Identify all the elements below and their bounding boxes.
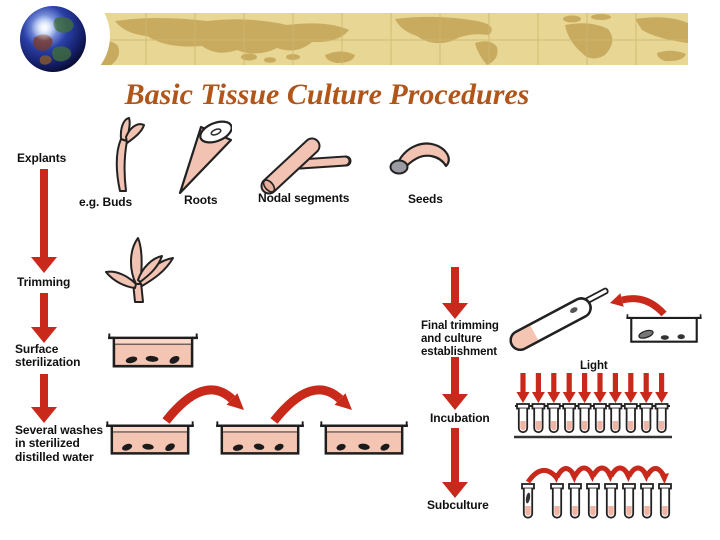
trimming-label: Trimming	[17, 275, 71, 289]
slide-title: Basic Tissue Culture Procedures	[124, 78, 530, 111]
subculture-label: Subculture	[427, 498, 489, 512]
subculture-tubes-icon	[521, 465, 672, 519]
down-arrow-to-subculture	[442, 428, 468, 498]
washes-label: Several washes in sterilized distilled w…	[15, 423, 103, 464]
down-arrow-to-final-trimming	[442, 267, 468, 319]
explant-label-nodal-segments: Nodal segments	[258, 191, 350, 205]
wash-dish-icon	[216, 421, 304, 455]
bud-icon	[115, 117, 145, 192]
down-arrow-trimming-sterilization	[31, 293, 57, 343]
root-icon	[178, 120, 232, 195]
world-map-banner	[97, 13, 688, 65]
culture-dish-icon	[108, 333, 198, 368]
explant-dish-icon	[626, 314, 702, 343]
trimmed-shoot-icon	[105, 237, 174, 303]
incubation-label: Incubation	[430, 411, 490, 425]
explant-label-buds: e.g. Buds	[79, 195, 133, 209]
explant-label-roots: Roots	[184, 193, 218, 207]
globe-logo-icon	[20, 6, 86, 72]
tilted-tube-icon	[509, 287, 609, 351]
final-trimming-label: Final trimming and culture establishment	[421, 320, 499, 358]
seed-icon	[389, 142, 450, 175]
explants-label: Explants	[17, 151, 67, 165]
incubation-rack-icon	[514, 373, 672, 439]
nodal-segment-icon	[260, 137, 352, 195]
transfer-arc-arrow	[162, 385, 244, 424]
down-arrow-to-incubation	[442, 357, 468, 410]
wash-dish-icon	[106, 421, 194, 455]
transfer-arrow-left-icon	[610, 293, 667, 317]
explant-label-seeds: Seeds	[408, 192, 443, 206]
transfer-arc-arrow	[270, 385, 352, 424]
world-map-graphic	[97, 13, 688, 65]
wash-dish-icon	[320, 421, 408, 455]
light-label: Light	[580, 360, 608, 372]
down-arrow-explants-trimming	[31, 169, 57, 273]
down-arrow-sterilization-washes	[31, 374, 57, 423]
surface-sterilization-label: Surface sterilization	[15, 342, 81, 370]
